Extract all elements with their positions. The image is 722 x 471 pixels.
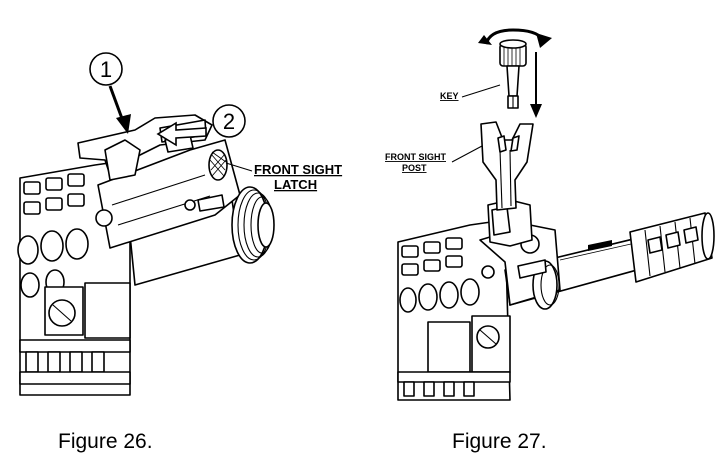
step-1-arrow: [108, 85, 131, 134]
figure-26-caption: Figure 26.: [58, 430, 153, 453]
front-sight-post-label-line-2: POST: [402, 163, 427, 173]
figure-27-rifle-illustration: [397, 39, 715, 401]
figure-26: 1 2 FRONT SIGHT LATCH Figure 26.: [17, 52, 342, 453]
step-2-number: 2: [223, 109, 235, 134]
front-sight-latch-label-line-1: FRONT SIGHT: [254, 162, 342, 177]
step-1-callout: 1: [89, 52, 123, 86]
downward-arrow: [530, 52, 542, 118]
figure-27-caption: Figure 27.: [452, 430, 547, 453]
step-1-number: 1: [100, 57, 112, 82]
front-sight-latch-label: FRONT SIGHT LATCH: [225, 162, 342, 192]
front-sight-post-label: FRONT SIGHT POST: [385, 145, 483, 173]
step-2-callout: 2: [212, 104, 246, 138]
front-sight-post-label-line-1: FRONT SIGHT: [385, 152, 446, 162]
figure-27: KEY FRONT SIGHT POST Figure 27.: [385, 28, 715, 453]
figure-26-rifle-illustration: [17, 114, 275, 396]
key-label-text: KEY: [440, 91, 459, 101]
step-2-arrow: [156, 121, 207, 147]
rotation-arrow: [478, 28, 552, 48]
key-label: KEY: [440, 84, 501, 101]
front-sight-latch-label-line-2: LATCH: [274, 177, 317, 192]
